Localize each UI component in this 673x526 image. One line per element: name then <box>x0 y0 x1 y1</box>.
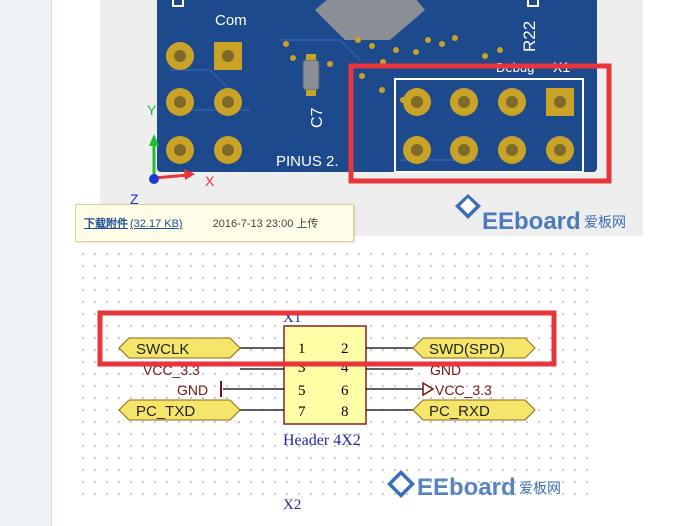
net-vcc-right: VCC_3.3 <box>435 382 492 398</box>
axis-label-y: Y <box>147 102 157 118</box>
silk-corner-right <box>527 0 539 7</box>
attachment-size[interactable]: (32.17 KB) <box>130 218 183 230</box>
net-label-swclk-text: SWCLK <box>136 341 189 358</box>
schematic-image[interactable]: X1 Header 4X2 X2 1 2 3 4 5 6 7 8 <box>73 244 590 513</box>
pcb-highlight-box <box>348 63 612 184</box>
pin-7: 7 <box>298 404 306 420</box>
component-name: Header 4X2 <box>283 432 361 449</box>
pin-1: 1 <box>298 341 306 357</box>
header-body <box>283 325 367 425</box>
silk-corner-left <box>172 0 184 7</box>
silk-label-board: PINUS 2. <box>276 153 339 170</box>
net-label-pc-rxd <box>412 399 536 421</box>
watermark-brand: EEboard <box>482 208 581 235</box>
axis-label-z: Z <box>130 191 139 207</box>
pin-3: 3 <box>298 360 306 376</box>
pcb-watermark: EEboard 爱板网 <box>455 194 626 235</box>
silk-label-r22: R22 <box>520 21 539 52</box>
schematic-highlight-box <box>97 310 557 367</box>
schematic-watermark-brand: EEboard <box>417 474 516 501</box>
net-label-pc-txd-text: PC_TXD <box>136 403 195 420</box>
net-label-pc-rxd-text: PC_RXD <box>429 403 490 420</box>
schematic-watermark-suffix: 爱板网 <box>519 481 561 497</box>
silk-label-c7: C7 <box>309 107 326 128</box>
pin-wires <box>223 347 423 411</box>
net-label-pc-txd <box>118 399 241 421</box>
pin-4: 4 <box>341 360 349 376</box>
capacitor-c7 <box>302 59 320 91</box>
upload-time: 2016-7-13 23:00 上传 <box>212 218 319 230</box>
pcb-render: Com R22 C7 Debug X1 PINUS 2. <box>130 0 626 235</box>
pcb-traces <box>170 39 480 161</box>
net-gnd-left: GND <box>177 382 208 398</box>
vcc-port-arrow <box>422 381 435 397</box>
next-component-ref: X2 <box>283 497 301 513</box>
watermark-suffix: 爱板网 <box>584 215 626 231</box>
com-header <box>166 42 242 164</box>
silk-label-com: Com <box>215 12 247 29</box>
schematic-watermark: EEboard 爱板网 <box>387 470 561 501</box>
pin-6: 6 <box>341 383 349 399</box>
pin-2: 2 <box>341 341 349 357</box>
net-label-swd <box>412 337 536 359</box>
pcb-board <box>157 0 597 172</box>
schematic-render: X1 Header 4X2 X2 1 2 3 4 5 6 7 8 <box>97 310 561 513</box>
pin-numbers: 1 2 3 4 5 6 7 8 <box>298 341 349 420</box>
pcb-image[interactable]: Com R22 C7 Debug X1 PINUS 2. <box>100 0 643 236</box>
mcu-chip <box>315 0 425 40</box>
axis-label-x: X <box>205 173 215 189</box>
download-attachment-link[interactable]: 下载附件 <box>84 218 128 230</box>
net-label-swclk <box>118 337 241 359</box>
debug-header-outline <box>394 78 584 173</box>
attachment-tooltip: 下载附件(32.17 KB) 2016-7-13 23:00 上传 <box>75 204 354 242</box>
net-label-swd-text: SWD(SPD) <box>429 341 505 358</box>
pin-8: 8 <box>341 404 349 420</box>
pin-5: 5 <box>298 383 306 399</box>
left-rail <box>0 0 52 526</box>
axis-gizmo: X Y Z <box>130 102 215 207</box>
debug-header-pads <box>403 88 574 164</box>
